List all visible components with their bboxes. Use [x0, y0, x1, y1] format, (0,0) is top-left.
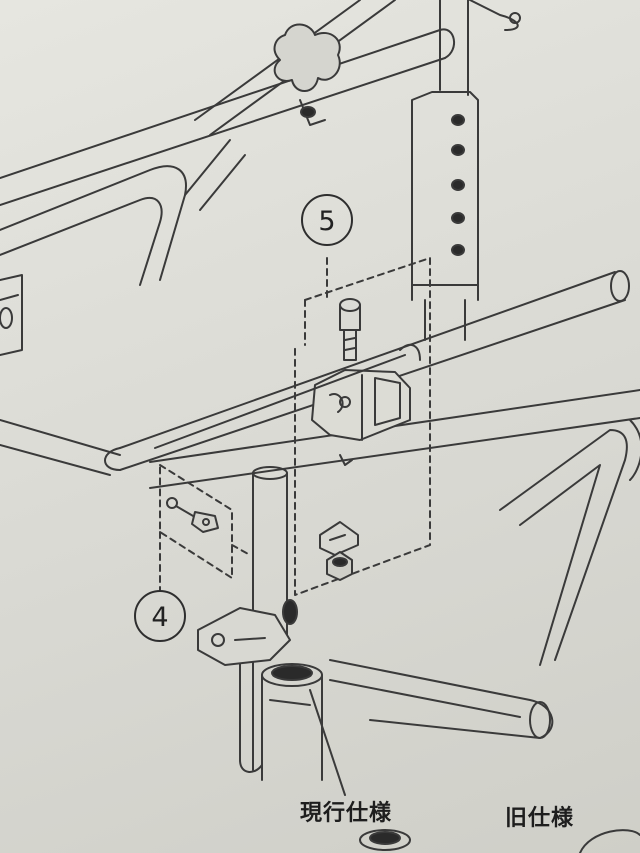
callout-4-label: 4: [151, 602, 168, 633]
callout-4: 4: [134, 590, 186, 642]
screw-4: [166, 497, 219, 533]
upper-frame-tube: [0, 0, 455, 206]
callout-5: 5: [301, 194, 353, 246]
left-frame: [0, 274, 23, 356]
detail-box-5: [294, 257, 431, 596]
clamp-block-5: [311, 369, 411, 466]
callout-5-label: 5: [318, 206, 335, 237]
back-frame: [0, 139, 246, 286]
caption-current-spec: 現行仕様: [300, 801, 393, 826]
armrest-tube: [0, 270, 630, 476]
clamp-tube-5: [154, 343, 421, 449]
pivot-bracket: [197, 599, 298, 666]
bushing-old-preview: [359, 829, 640, 853]
bushing-current: [261, 663, 346, 796]
caption-old-spec: 旧仕様: [505, 806, 575, 831]
lower-caster-frame: [329, 419, 640, 739]
nut-washer-5: [319, 521, 359, 581]
bolt-5: [339, 298, 361, 361]
vertical-adjust-tube: [411, 0, 521, 341]
knob-clamp: [273, 23, 341, 126]
detail-box-4: [159, 464, 251, 591]
